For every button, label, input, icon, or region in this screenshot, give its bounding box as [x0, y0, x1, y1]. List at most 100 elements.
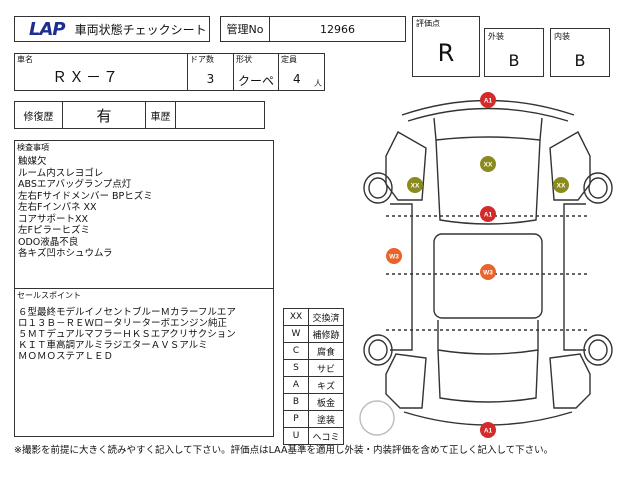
repair-label-cell: 修復歴 [14, 101, 63, 129]
legend-code: B [283, 393, 309, 411]
legend-meaning: 交換済 [308, 308, 344, 326]
list-item: ODO液晶不良 [18, 236, 79, 248]
repair-label: 修復歴 [23, 111, 54, 123]
legend-code: P [283, 410, 309, 428]
damage-marker-a1: A1 [480, 92, 496, 108]
car-name-cell: 車名 ＲＸ－７ [14, 53, 188, 91]
right-front-fender [549, 131, 591, 201]
right-front-wheel [583, 172, 613, 204]
right-rear-fender [549, 353, 591, 409]
legend-meaning: 腐食 [308, 342, 344, 360]
sales-list: ６型最終モデルイノセントブルーＭカラーフルエア ロ１３Ｂ－ＲＥＷロータリーターボ… [18, 307, 236, 362]
interior-box: 内装 B [550, 28, 610, 77]
left-front-fender [385, 131, 427, 201]
sales-box: セールスポイント ６型最終モデルイノセントブルーＭカラーフルエア ロ１３Ｂ－ＲＥ… [14, 288, 274, 437]
list-item: ロ１３Ｂ－ＲＥＷロータリーターボエンジン純正 [18, 318, 228, 329]
list-item: ＫＩＴ車高調アルミラジエターＡＶＳアルミ [18, 340, 208, 351]
list-item: 各キズ凹ホシュウムラ [18, 248, 113, 259]
right-rear-wheel [583, 334, 613, 366]
legend-meaning: キズ [308, 376, 344, 394]
header-title-cell: LAP 車両状態チェックシート [14, 16, 210, 42]
front-windshield-area [435, 139, 541, 225]
mgmt-value: 12966 [320, 22, 355, 36]
damage-marker-a1: A1 [480, 422, 496, 438]
mgmt-label: 管理No [226, 23, 264, 36]
exterior-label: 外装 [488, 32, 504, 41]
sales-label: セールスポイント [17, 291, 81, 300]
grade-value: R [437, 39, 455, 67]
footer-note: ※撮影を前提に大きく読みやすく記入して下さい。評価点はLAA基準を適用し外装・内… [14, 445, 554, 456]
left-rear-wheel [363, 334, 393, 366]
left-front-wheel [363, 172, 393, 204]
legend-meaning: 補修跡 [308, 325, 344, 343]
capacity-label: 定員 [281, 55, 297, 64]
legend-code: A [283, 376, 309, 394]
spare-tire [359, 400, 395, 436]
list-item: 触媒欠 [18, 156, 47, 167]
list-item: ルーム内スレヨゴレ [18, 167, 104, 179]
car-history-label-cell: 車歴 [145, 101, 176, 129]
lap-logo: LAP [29, 18, 66, 40]
car-history-value-cell [175, 101, 265, 129]
right-side-body [563, 203, 586, 351]
repair-value-cell: 有 [62, 101, 146, 129]
legend-meaning: サビ [308, 359, 344, 377]
exterior-value: B [508, 51, 520, 70]
doors-cell: ドア数 3 [187, 53, 234, 91]
inspection-box: 検査事項 触媒欠 ルーム内スレヨゴレ ABSエアバッグランプ点灯 左右Fサイドメ… [14, 140, 274, 289]
left-rear-fender [385, 353, 427, 409]
repair-value: 有 [96, 106, 112, 125]
interior-label: 内装 [554, 32, 570, 41]
shape-value: クーペ [237, 74, 274, 88]
front-bumper-inner [407, 107, 569, 122]
list-item: ５ＭＴデュアルマフラーＨＫＳエアクリサクション [18, 329, 236, 340]
grade-label: 評価点 [416, 19, 440, 28]
capacity-value: 4 [293, 72, 301, 86]
legend-code: W [283, 325, 309, 343]
inspection-list: 触媒欠 ルーム内スレヨゴレ ABSエアバッグランプ点灯 左右Fサイドメンバー B… [18, 156, 153, 260]
hood-outline [433, 117, 543, 141]
legend-meaning: 板金 [308, 393, 344, 411]
svg-text:A1: A1 [484, 427, 493, 434]
list-item: 左右Fサイドメンバー BPヒズミ [18, 190, 153, 202]
car-name-value: ＲＸ－７ [51, 68, 120, 86]
svg-text:A1: A1 [484, 211, 493, 218]
legend-code: U [283, 427, 309, 445]
list-item: ＭＯＭＯステアＬＥＤ [18, 351, 114, 362]
shape-cell: 形状 クーペ [233, 53, 279, 91]
car-name-label: 車名 [17, 55, 33, 64]
list-item: ６型最終モデルイノセントブルーＭカラーフルエア [18, 307, 236, 318]
legend-meaning: 塗装 [308, 410, 344, 428]
svg-text:W3: W3 [389, 253, 399, 260]
list-item: ABSエアバッグランプ点灯 [18, 179, 132, 190]
inspection-label: 検査事項 [17, 143, 49, 152]
legend-meaning: ヘコミ [308, 427, 344, 445]
trunk-outline [437, 349, 539, 403]
roof-outline [433, 233, 543, 319]
svg-text:W3: W3 [483, 269, 493, 276]
svg-text:XX: XX [411, 182, 420, 189]
grade-box: 評価点 R [412, 16, 480, 77]
damage-marker-w3: W3 [480, 264, 496, 280]
damage-marker-a1: A1 [480, 206, 496, 222]
list-item: コアサポートXX [18, 213, 89, 225]
svg-text:XX: XX [557, 182, 566, 189]
legend-code: C [283, 342, 309, 360]
legend-code: XX [283, 308, 309, 326]
damage-marker-w3: W3 [386, 248, 402, 264]
mgmt-label-cell: 管理No [220, 16, 270, 42]
list-item: 左右Fインパネ XX [18, 202, 97, 213]
damage-marker-xx: XX [480, 156, 496, 172]
legend-code: S [283, 359, 309, 377]
